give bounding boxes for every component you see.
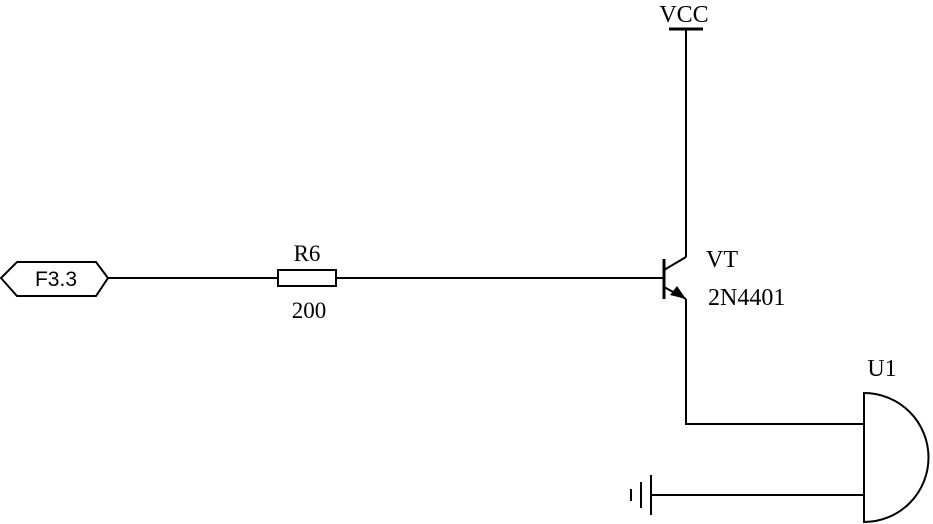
ground-icon — [630, 475, 652, 515]
transistor-part-number: 2N4401 — [708, 285, 785, 311]
resistor-designator: R6 — [294, 241, 321, 266]
transistor-designator: VT — [706, 247, 738, 273]
input-port-f3-3: F3.3 — [0, 261, 110, 297]
npn-transistor-vt: VT 2N4401 — [662, 247, 785, 311]
buzzer-body — [863, 391, 930, 524]
resistor-body — [277, 269, 337, 287]
emitter-wire — [685, 299, 864, 425]
transistor-collector-lead — [663, 256, 687, 271]
resistor-r6: R6 200 — [277, 241, 337, 323]
resistor-value: 200 — [292, 298, 327, 323]
port-label: F3.3 — [35, 268, 77, 291]
emitter-arrow-icon — [670, 286, 686, 299]
buzzer-designator: U1 — [867, 356, 896, 382]
vcc-power-symbol: VCC — [659, 2, 709, 31]
vcc-label: VCC — [659, 2, 708, 28]
buzzer-u1: U1 — [863, 356, 930, 524]
